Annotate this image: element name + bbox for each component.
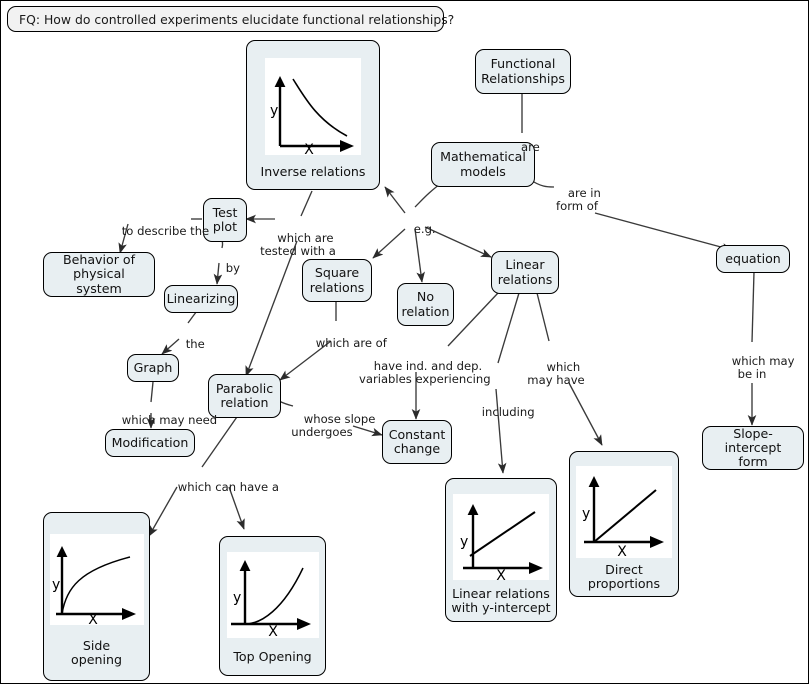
edge-whoseslope-constant — [352, 425, 383, 437]
edge-label-are: are — [505, 128, 541, 168]
edge-label-the: the — [171, 325, 205, 365]
edge-linear-including — [497, 292, 520, 364]
edge-graph-whichmayneed — [150, 381, 154, 403]
node-label: Graph — [133, 359, 173, 375]
edge-label-to-describe-the: to describe the — [107, 212, 209, 252]
edge-label-text: have ind. and dep.variables experiencing — [359, 359, 491, 387]
edge-label-which-can-have-a: which can have a — [163, 468, 279, 508]
x-axis-label: X — [617, 544, 627, 558]
x-axis-label: X — [304, 142, 314, 155]
edge-label-text: which are of — [315, 336, 387, 351]
node-equation[interactable]: equation — [716, 245, 790, 273]
edge-label-eg: e.g. — [399, 210, 436, 250]
direct-proportions-plot: y X — [576, 466, 672, 558]
edge-label-which-are-of: which are of — [301, 324, 387, 364]
node-graph[interactable]: Graph — [127, 354, 179, 382]
node-modification[interactable]: Modification — [105, 429, 195, 457]
edge-label-text: are — [521, 140, 540, 155]
top-opening-plot: y X — [226, 552, 319, 638]
edge-label-text: e.g. — [413, 222, 436, 237]
edge-areinform-equation — [594, 212, 733, 252]
edge-label-text: by — [225, 261, 240, 276]
y-axis-label: y — [52, 577, 60, 593]
linear-y-intercept-plot: y X — [453, 494, 549, 580]
edge-label-text: which can have a — [177, 480, 279, 495]
node-label: Linearizing — [166, 290, 236, 306]
node-top-opening[interactable]: y X Top Opening — [219, 536, 326, 676]
edge-linear-whichmayhave — [536, 292, 550, 342]
x-axis-label: X — [496, 568, 506, 580]
edge-equation-whichmaybein — [751, 271, 755, 343]
focus-question-text: FQ: How do controlled experiments elucid… — [19, 11, 455, 27]
node-label: Modification — [111, 434, 189, 450]
node-linearizing[interactable]: Linearizing — [164, 285, 238, 313]
y-axis-label: y — [582, 506, 590, 522]
node-inverse-relations[interactable]: y X Inverse relations — [246, 40, 380, 190]
edge-label-including: including — [467, 393, 535, 433]
edge-label-text: to describe the — [121, 224, 210, 239]
y-axis-label: y — [460, 534, 468, 550]
x-axis-label: X — [268, 624, 278, 638]
node-label: equation — [725, 250, 781, 266]
edge-linear-haveind — [447, 292, 499, 347]
inverse-relations-plot: y X — [265, 58, 361, 155]
edge-label-which-may-need: which may need — [107, 401, 217, 441]
edge-label-text: which may need — [121, 413, 218, 428]
edge-label-text: including — [481, 405, 535, 420]
x-axis-label: X — [88, 612, 98, 625]
edge-inverse-tested — [300, 190, 313, 217]
node-label: Top Opening — [233, 648, 312, 664]
edge-label-text: the — [185, 337, 205, 352]
y-axis-label: y — [270, 103, 278, 119]
y-axis-label: y — [233, 590, 241, 606]
edge-label-by: by — [211, 249, 240, 289]
side-opening-plot: y X — [49, 534, 144, 625]
focus-question-box: FQ: How do controlled experiments elucid… — [7, 6, 454, 32]
edge-label-have-ind-and-dep-variables-experiencing: have ind. and dep.variables experiencing — [359, 347, 491, 400]
node-label: Inverse relations — [260, 164, 366, 180]
